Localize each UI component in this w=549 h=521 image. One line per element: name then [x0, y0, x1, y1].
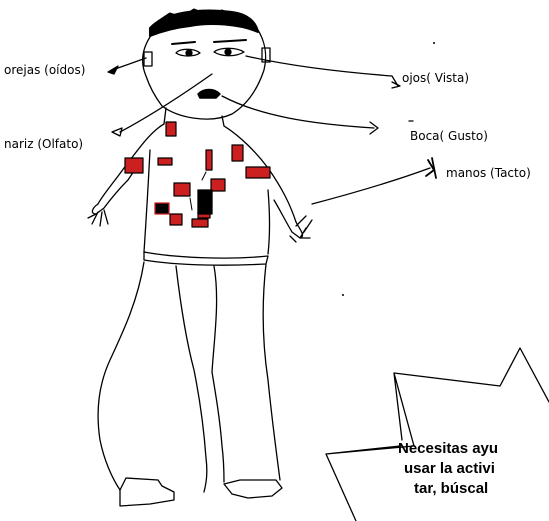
right-arm: [274, 200, 303, 238]
label-ears: orejas (oídos): [4, 64, 85, 76]
ears-pointer-line: [113, 58, 146, 71]
head-outline: [143, 30, 266, 119]
inner-legs: [176, 266, 224, 492]
black-patch-large: [198, 190, 212, 214]
mouth: [198, 90, 220, 99]
left-shoe: [120, 478, 174, 506]
hands-pointer-arrow: [426, 158, 436, 178]
left-hand: [88, 210, 108, 226]
body-outline: [98, 124, 296, 254]
burst-line-1: Necesitas ayu: [398, 440, 498, 459]
right-eyebrow: [214, 40, 246, 42]
right-hand: [290, 216, 312, 242]
right-shoe: [224, 480, 282, 498]
left-eyebrow: [172, 42, 195, 44]
burst-line-2: usar la activi: [404, 460, 495, 479]
right-leg: [263, 264, 280, 480]
hands-pointer-line: [312, 168, 430, 204]
black-patch-small: [155, 203, 169, 214]
waist: [144, 252, 268, 265]
label-eyes: ojos( Vista): [402, 72, 469, 84]
right-eye: [214, 48, 244, 56]
label-nose: nariz (Olfato): [4, 138, 83, 150]
mouth-pointer-line: [222, 96, 374, 128]
ears-pointer-arrow: [108, 66, 118, 74]
left-ear: [144, 52, 152, 66]
burst-line-3: tar, búscal: [414, 480, 488, 499]
label-hands: manos (Tacto): [446, 167, 531, 179]
nose-pointer-arrow: [112, 128, 122, 136]
left-leg: [98, 262, 144, 490]
label-mouth: Boca( Gusto): [410, 130, 488, 142]
eyes-pointer-line: [246, 56, 398, 86]
hair: [150, 10, 258, 36]
stray-dot: [342, 294, 344, 296]
left-eye: [176, 49, 200, 56]
stray-dot: [433, 42, 435, 44]
